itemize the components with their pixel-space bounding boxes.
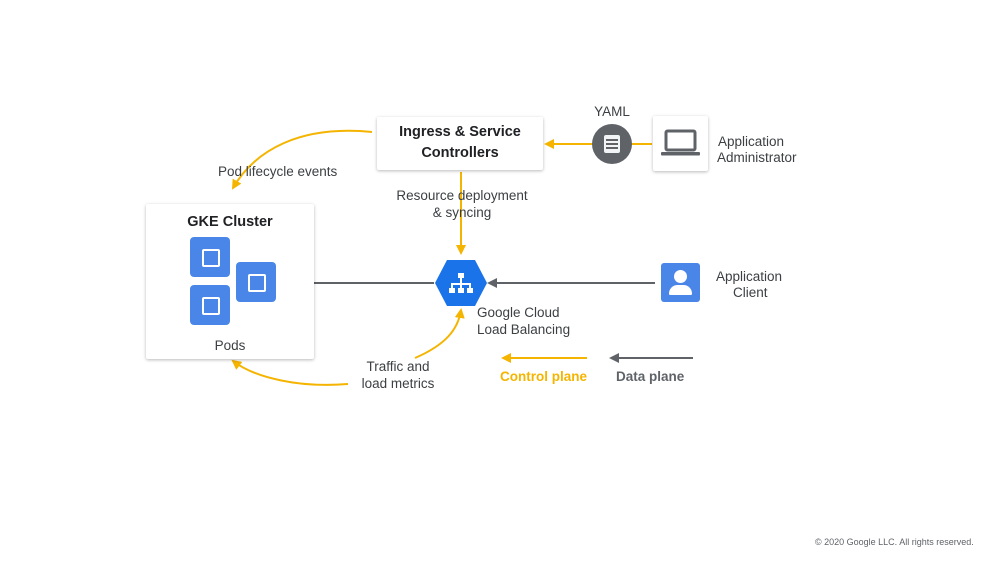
pods-label: Pods <box>214 338 246 353</box>
yaml-label: YAML <box>594 104 630 119</box>
gke-cluster-title: GKE Cluster <box>187 214 273 230</box>
client-label-line2: Client <box>733 285 768 300</box>
controllers-title-line2: Controllers <box>421 145 499 161</box>
gke-cluster-box: GKE Cluster Pods <box>146 204 314 359</box>
controllers-title-line1: Ingress & Service <box>399 124 521 140</box>
arrow-traffic-metrics-upward <box>414 308 465 359</box>
laptop-icon <box>661 129 700 156</box>
resource-label-line2: & syncing <box>432 205 492 220</box>
lb-label-line1: Google Cloud <box>477 305 560 320</box>
traffic-label-line1: Traffic and <box>366 359 430 374</box>
pod-icon <box>190 237 230 277</box>
user-icon <box>661 263 700 302</box>
pod-lifecycle-label: Pod lifecycle events <box>218 164 338 179</box>
traffic-label-line2: load metrics <box>361 376 435 391</box>
pod-icon <box>236 262 276 302</box>
copyright-text: © 2020 Google LLC. All rights reserved. <box>815 537 974 547</box>
legend-control-plane: Control plane <box>500 369 587 384</box>
resource-label-line1: Resource deployment <box>396 188 528 203</box>
controllers-box: Ingress & Service Controllers <box>377 117 543 170</box>
admin-laptop-box <box>653 116 708 171</box>
arrow-pod-lifecycle <box>231 129 373 190</box>
admin-label-line1: Application <box>718 134 785 149</box>
legend-data-plane: Data plane <box>616 369 685 384</box>
arrow-traffic-metrics <box>231 359 349 386</box>
client-label-line1: Application <box>716 269 783 284</box>
pod-icon <box>190 285 230 325</box>
admin-label-line2: Administrator <box>717 150 797 165</box>
lb-label-line2: Load Balancing <box>477 322 571 337</box>
load-balancer-icon <box>435 260 487 306</box>
yaml-document-icon <box>592 124 632 164</box>
